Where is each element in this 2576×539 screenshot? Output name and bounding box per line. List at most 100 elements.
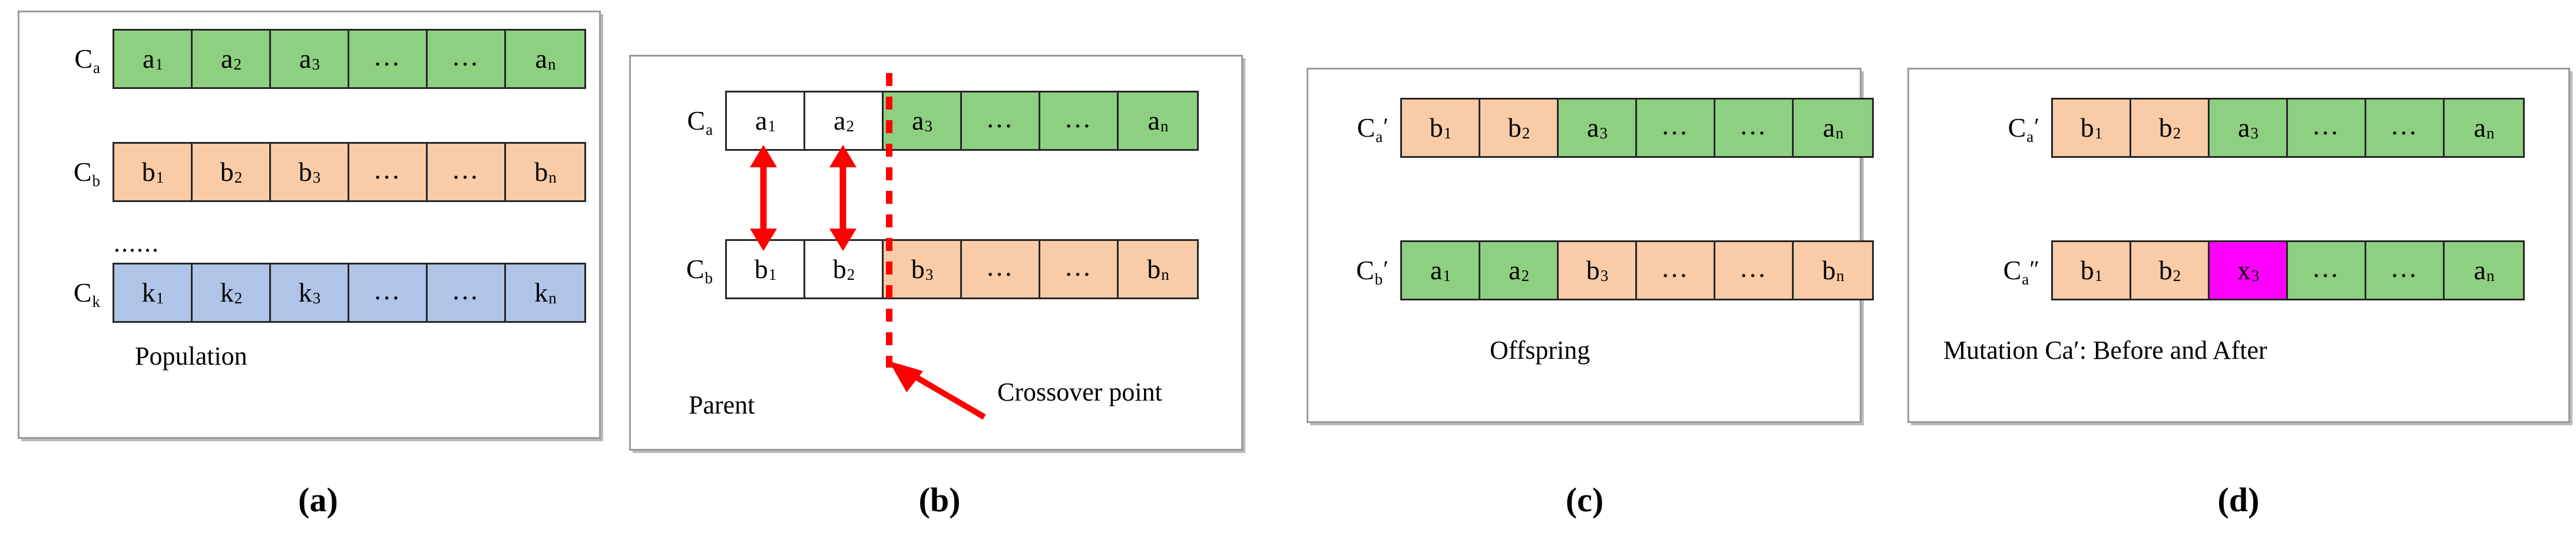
gene-cell-ellipsis: …	[1637, 242, 1715, 299]
gene-text: a	[1509, 255, 1521, 285]
label-letter: C	[74, 44, 93, 74]
gene-index: 1	[155, 55, 163, 73]
gene-text: …	[2390, 253, 2419, 283]
gene-text: b	[534, 157, 548, 187]
label-subscript: b	[92, 172, 101, 190]
gene-text: x	[2237, 255, 2251, 285]
gene-text: b	[911, 254, 925, 284]
gene-text: k	[220, 277, 234, 307]
gene-text: …	[373, 275, 402, 305]
gene-index: 2	[846, 265, 855, 283]
chromosome-label: Ca	[669, 107, 725, 138]
figure-caption-d: (d)	[2217, 481, 2260, 519]
gene-index: 2	[233, 55, 242, 73]
gene-index: 3	[2251, 266, 2260, 285]
gene-index: 2	[2172, 266, 2181, 285]
label-prime: ′	[2034, 113, 2039, 140]
gene-index: n	[1161, 265, 1169, 283]
gene-text: b	[141, 157, 156, 187]
gene-index: 2	[2172, 124, 2181, 142]
gene-cell-ellipsis: …	[1715, 100, 1794, 156]
gene-text: a	[912, 105, 924, 135]
gene-cell-ellipsis: …	[962, 92, 1040, 149]
gene-text: …	[1661, 253, 1690, 283]
label-letter: C	[1357, 113, 1375, 143]
gene-cell-ellipsis: …	[428, 31, 506, 87]
label-subscript: b	[1374, 270, 1383, 288]
gene-index: 2	[234, 168, 243, 186]
gene-text: k	[298, 277, 312, 307]
chromosome-label: Ca	[56, 44, 113, 76]
gene-text: …	[1064, 252, 1093, 282]
label-prime: ″	[2029, 256, 2039, 282]
gene-text: …	[1661, 110, 1690, 140]
label-letter: C	[73, 277, 92, 307]
gene-index: 1	[2094, 124, 2103, 142]
gene-index: n	[548, 289, 557, 307]
panel-c-title: Offspring	[1490, 336, 1590, 365]
gene-text: a	[1148, 105, 1160, 135]
gene-index: 1	[1443, 266, 1451, 285]
gene-text: …	[2312, 253, 2341, 283]
gene-index: 1	[768, 117, 776, 135]
population-ellipsis: ......	[114, 229, 160, 257]
label-subscript: a	[93, 59, 100, 77]
gene-swap-arrow-2	[829, 145, 857, 251]
gene-text: a	[221, 44, 233, 74]
crossover-point-label: Crossover point	[997, 378, 1162, 406]
label-subscript: a	[706, 121, 713, 138]
panel-b-title: Parent	[689, 391, 755, 419]
label-letter: C	[2008, 113, 2026, 143]
gene-text: k	[534, 277, 548, 307]
label-subscript: a	[1375, 128, 1383, 146]
gene-text: a	[2474, 113, 2486, 143]
gene-cell-ellipsis: …	[428, 144, 506, 200]
gene-index: n	[548, 168, 557, 186]
gene-cell-ellipsis: …	[428, 264, 506, 321]
gene-index: 2	[1521, 266, 1529, 285]
gene-index: 3	[1600, 266, 1609, 285]
gene-index: 1	[768, 265, 777, 283]
gene-text: a	[755, 105, 768, 135]
gene-index: n	[2486, 124, 2495, 142]
gene-text: …	[373, 41, 402, 71]
gene-swap-arrow-1	[750, 145, 777, 251]
chromosome-label: Ca′	[1344, 113, 1400, 145]
gene-text: …	[451, 275, 481, 305]
gene-index: 3	[312, 55, 320, 73]
gene-text: b	[1586, 255, 1600, 285]
gene-text: b	[1507, 113, 1522, 143]
gene-text: k	[141, 277, 156, 307]
gene-text: b	[1429, 113, 1443, 143]
gene-text: …	[2312, 110, 2341, 140]
gene-text: …	[2390, 110, 2419, 140]
chromosome-label: Ca′	[1995, 113, 2051, 145]
gene-text: …	[986, 252, 1015, 282]
gene-index: 3	[312, 168, 321, 186]
